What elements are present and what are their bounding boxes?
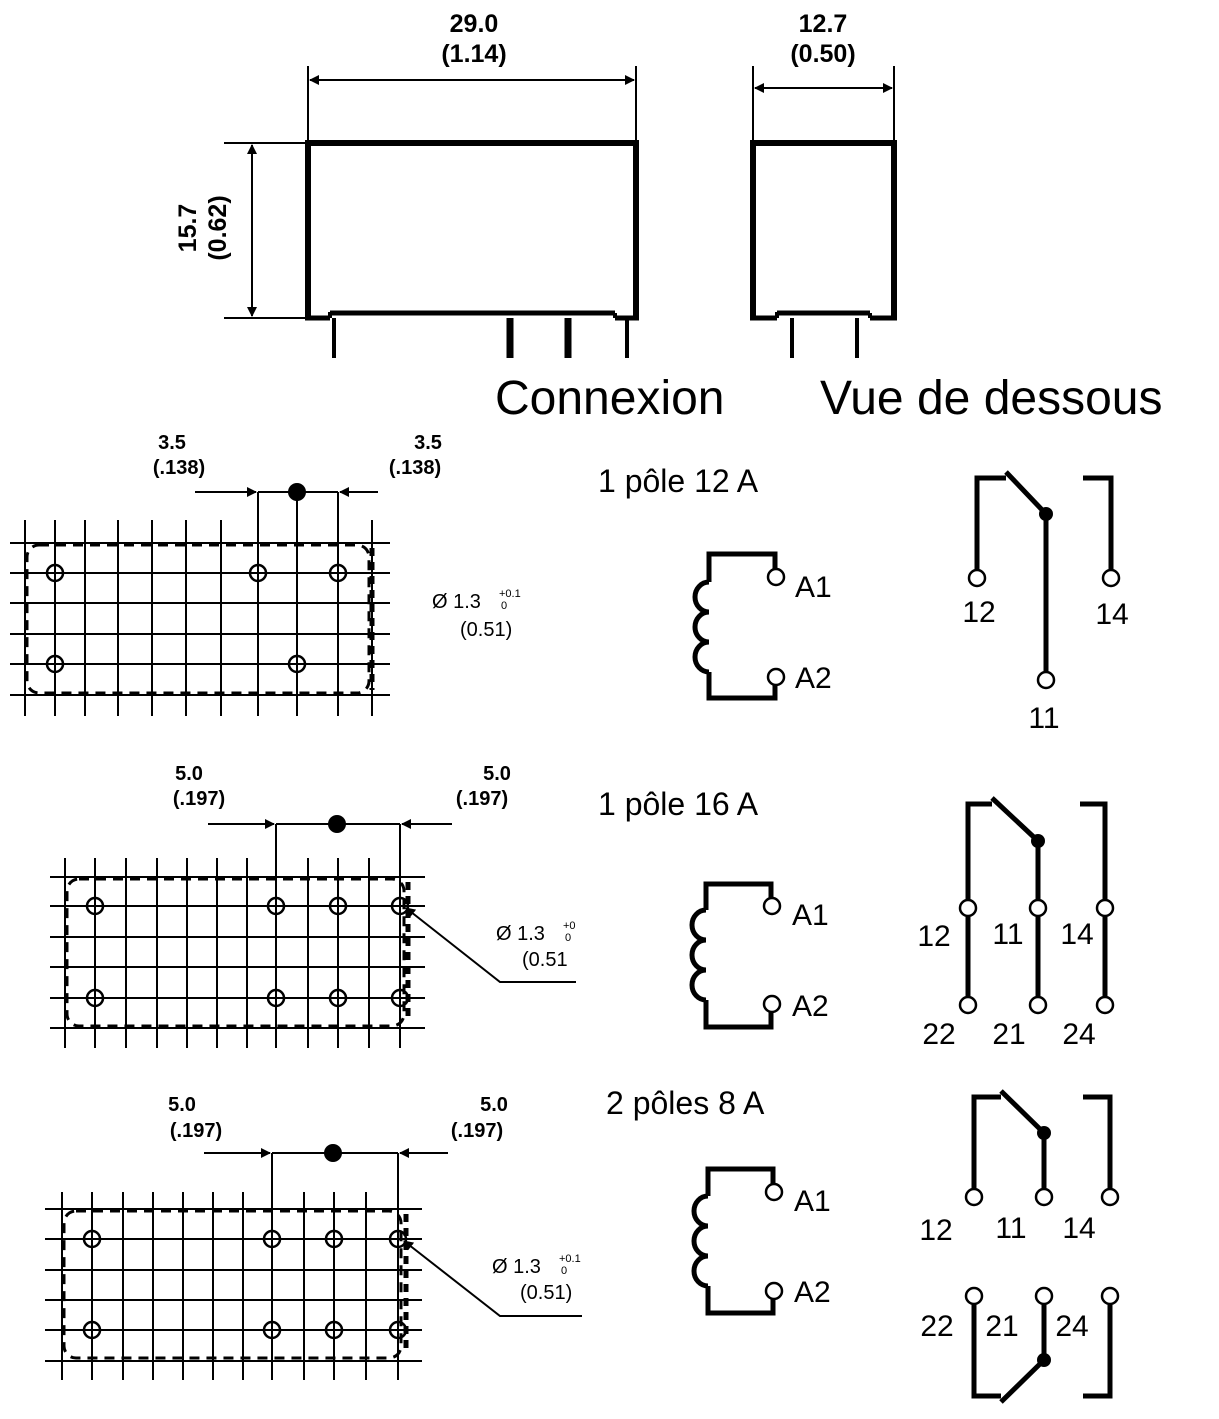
height-mm-label: 15.7 (174, 204, 202, 253)
row2-coil-symbol (689, 881, 782, 1030)
row1-contact-symbol (967, 470, 1121, 690)
row2-pin-14: 14 (1060, 918, 1093, 951)
row1-hole-dia: Ø 1.3 (432, 591, 481, 613)
row3-coil-symbol (691, 1166, 784, 1316)
row2-hole-tol-down: 0 (565, 932, 571, 944)
row1-pin-14: 14 (1095, 598, 1128, 631)
row3-right-in: (.197) (451, 1120, 503, 1142)
row3-pin-11: 11 (995, 1212, 1026, 1245)
row3-right-mm: 5.0 (480, 1094, 508, 1116)
row1-right-mm: 3.5 (414, 432, 442, 454)
row3-hole-in: (0.51) (520, 1282, 572, 1304)
row1-hole-in: (0.51) (460, 619, 512, 641)
row3-pin-14: 14 (1062, 1212, 1095, 1245)
row2-right-in: (.197) (456, 788, 508, 810)
row2-contact-symbol (958, 796, 1115, 1015)
row2-hole-in: (0.51 (522, 949, 568, 971)
heading-vue-de-dessous: Vue de dessous (820, 372, 1162, 425)
row1-right-in: (.138) (389, 457, 441, 479)
pcb-grid-1 (10, 483, 390, 716)
heading-connexion: Connexion (495, 372, 725, 425)
row2-hole-clip: Ø 1.3 +0 0 (0.51 (496, 920, 576, 971)
row2-left-in: (.197) (173, 788, 225, 810)
row2-hole-tol-up: +0 (563, 920, 576, 932)
row2-right-mm: 5.0 (483, 763, 511, 785)
pcb-grid-3 (45, 1144, 582, 1380)
row2-left-mm: 5.0 (175, 763, 203, 785)
row3-left-in: (.197) (170, 1120, 222, 1142)
row1-coil-a2: A2 (795, 662, 832, 695)
row3-hole-dia: Ø 1.3 (492, 1256, 541, 1278)
row3-contact-symbol (964, 1089, 1120, 1404)
row2-pin-12: 12 (917, 920, 950, 953)
relay-side-view (750, 66, 897, 358)
row1-pin-12: 12 (962, 596, 995, 629)
row3-left-mm: 5.0 (168, 1094, 196, 1116)
row2-pin-24: 24 (1062, 1018, 1095, 1051)
row3-title: 2 pôles 8 A (606, 1085, 765, 1121)
row2-title: 1 pôle 16 A (598, 786, 759, 822)
row3-pin-24: 24 (1055, 1310, 1088, 1343)
row2-hole-dia: Ø 1.3 (496, 923, 545, 945)
row2-pin-11: 11 (992, 918, 1023, 951)
row1-coil-a1: A1 (795, 571, 832, 604)
row1-left-mm: 3.5 (158, 432, 186, 454)
depth-mm-label: 12.7 (799, 10, 848, 38)
row1-title: 1 pôle 12 A (598, 463, 759, 499)
depth-in-label: (0.50) (790, 40, 855, 68)
row3-pin-22: 22 (920, 1310, 953, 1343)
row3-pin-12: 12 (919, 1214, 952, 1247)
row2-coil-a2: A2 (792, 990, 829, 1023)
row1-pin-11: 11 (1028, 702, 1059, 735)
height-in-label: (0.62) (204, 195, 232, 260)
row2-coil-a1: A1 (792, 899, 829, 932)
width-mm-label: 29.0 (450, 10, 499, 38)
row3-hole-tol-up: +0.1 (559, 1253, 581, 1265)
row1-coil-symbol (692, 551, 786, 701)
row1-hole-tol-down: 0 (501, 600, 507, 612)
row3-pin-21: 21 (985, 1310, 1018, 1343)
row3-hole-tol-down: 0 (561, 1265, 567, 1277)
pcb-grid-2 (50, 815, 576, 1048)
row3-coil-a2: A2 (794, 1276, 831, 1309)
row1-left-in: (.138) (153, 457, 205, 479)
width-in-label: (1.14) (441, 40, 506, 68)
row3-coil-a1: A1 (794, 1185, 831, 1218)
row2-pin-21: 21 (992, 1018, 1025, 1051)
row1-hole-tol-up: +0.1 (499, 588, 521, 600)
relay-front-view (224, 66, 639, 358)
row2-pin-22: 22 (922, 1018, 955, 1051)
